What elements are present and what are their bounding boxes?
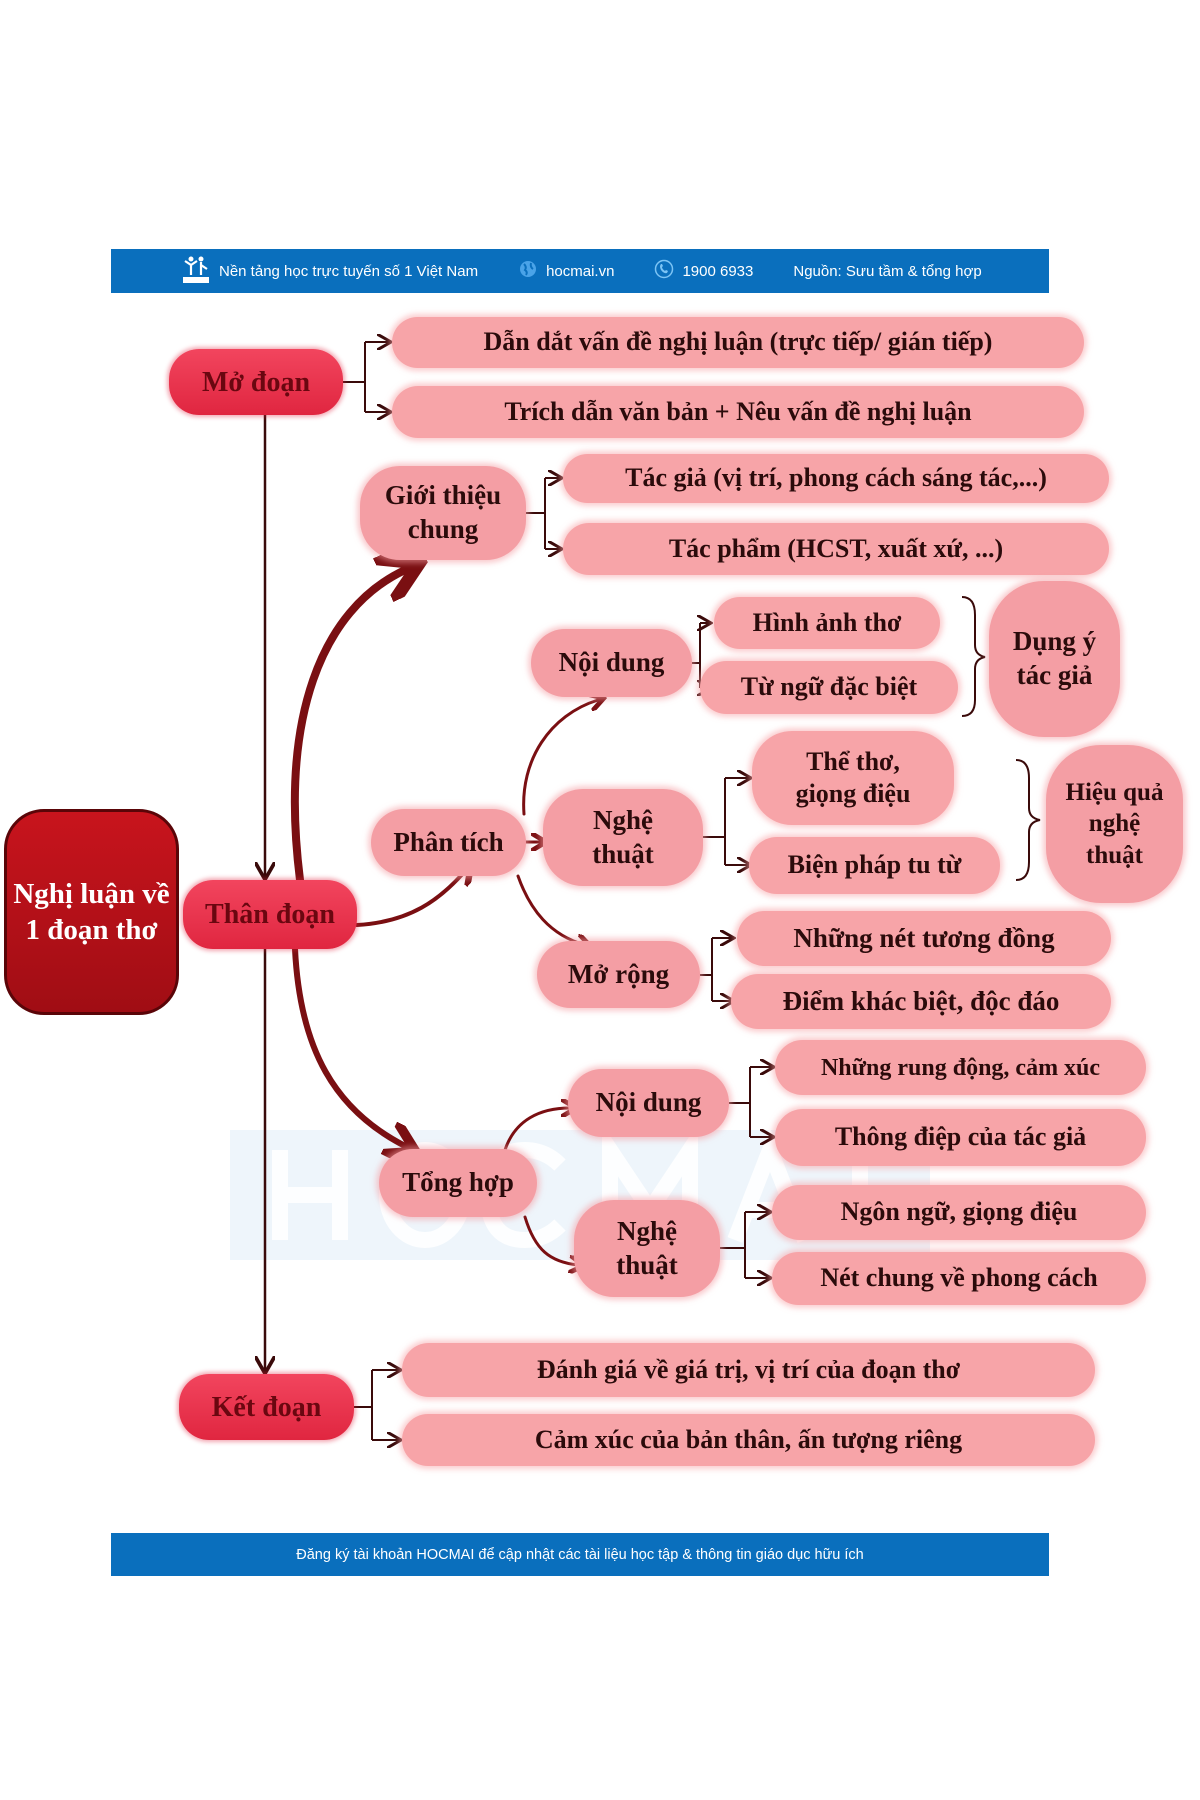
brace — [1015, 759, 1041, 881]
root-node: Nghị luận về 1 đoạn thơ — [4, 809, 179, 1015]
tong-hop-nghe-thuat-item: Ngôn ngữ, giọng điệu — [772, 1185, 1146, 1240]
source-text: Nguồn: Sưu tầm & tổng hợp — [793, 262, 982, 280]
header-website[interactable]: hocmai.vn — [518, 259, 614, 283]
connector-line — [290, 570, 405, 884]
tong-hop-nghe-thuat-node: Nghệ thuật — [574, 1200, 720, 1297]
brace — [961, 596, 986, 717]
hieu-qua-nghe-thuat-node: Hiệu quả nghệ thuật — [1046, 745, 1183, 903]
gioi-thieu-item: Tác giả (vị trí, phong cách sáng tác,...… — [563, 454, 1109, 503]
mo-doan-item: Dẫn dắt vấn đề nghị luận (trực tiếp/ giá… — [392, 317, 1084, 368]
tong-hop-noi-dung-item: Thông điệp của tác giả — [775, 1109, 1146, 1166]
phan-tich-noi-dung-node: Nội dung — [531, 629, 692, 697]
nghe-thuat-item: Biện pháp tu từ — [749, 837, 1000, 894]
tong-hop-node: Tổng hợp — [379, 1149, 537, 1217]
nghe-thuat-item: Thể thơ, giọng điệu — [752, 731, 954, 825]
connector-line — [292, 946, 405, 1146]
header-bar: Nền tảng học trực tuyến số 1 Việt Nam ho… — [111, 249, 1049, 293]
ket-doan-item: Cảm xúc của bản thân, ấn tượng riêng — [402, 1414, 1095, 1466]
mo-doan-node: Mở đoạn — [169, 349, 343, 415]
connector-line — [503, 1108, 570, 1152]
globe-icon — [518, 259, 538, 283]
mo-rong-node: Mở rộng — [537, 941, 700, 1008]
tagline-text: Nền tảng học trực tuyến số 1 Việt Nam — [219, 262, 479, 280]
noi-dung-item: Hình ảnh thơ — [714, 597, 940, 649]
than-doan-node: Thân đoạn — [183, 880, 357, 949]
ket-doan-node: Kết đoạn — [179, 1374, 354, 1440]
header-tagline: Nền tảng học trực tuyến số 1 Việt Nam — [181, 255, 478, 287]
connector-line — [523, 1215, 578, 1265]
connector-line — [516, 874, 585, 945]
website-link[interactable]: hocmai.vn — [546, 262, 615, 280]
ket-doan-item: Đánh giá về giá trị, vị trí của đoạn thơ — [402, 1343, 1095, 1397]
header-phone[interactable]: 1900 6933 — [654, 259, 753, 283]
phone-icon — [654, 259, 674, 283]
phone-number[interactable]: 1900 6933 — [682, 262, 754, 280]
tong-hop-nghe-thuat-item: Nét chung về phong cách — [772, 1252, 1146, 1305]
header-source: Nguồn: Sưu tầm & tổng hợp — [793, 263, 981, 280]
gioi-thieu-item: Tác phẩm (HCST, xuất xứ, ...) — [563, 523, 1109, 575]
mo-rong-item: Điểm khác biệt, độc đáo — [731, 974, 1111, 1029]
hocmai-logo-icon — [181, 255, 211, 287]
footer-text: Đăng ký tài khoản HOCMAI để cập nhật các… — [296, 1546, 864, 1563]
connector-line — [355, 870, 466, 927]
tong-hop-noi-dung-node: Nội dung — [568, 1069, 729, 1137]
mo-doan-item: Trích dẫn văn bản + Nêu vấn đề nghị luận — [392, 386, 1084, 438]
footer-bar: Đăng ký tài khoản HOCMAI để cập nhật các… — [111, 1533, 1049, 1576]
mo-rong-item: Những nét tương đồng — [737, 911, 1111, 966]
phan-tich-nghe-thuat-node: Nghệ thuật — [543, 789, 703, 886]
dung-y-tac-gia-node: Dụng ý tác giả — [989, 581, 1120, 737]
gioi-thieu-node: Giới thiệu chung — [360, 466, 526, 560]
noi-dung-item: Từ ngữ đặc biệt — [700, 661, 958, 714]
phan-tich-node: Phân tích — [371, 809, 526, 876]
tong-hop-noi-dung-item: Những rung động, cảm xúc — [775, 1040, 1146, 1095]
connector-line — [522, 700, 598, 816]
